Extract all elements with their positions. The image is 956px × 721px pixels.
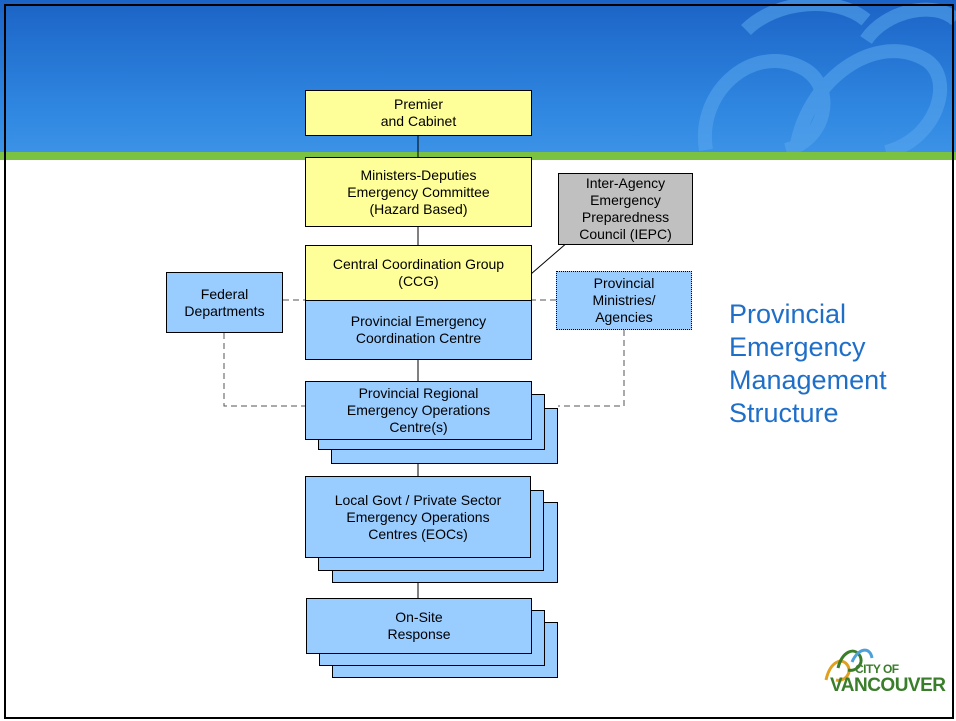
logo-line-city-of: CITY OF — [855, 662, 899, 676]
onsite-response-box: On-Site Response — [306, 598, 532, 654]
slide-title: Provincial Emergency Management Structur… — [729, 299, 887, 428]
logo-line-vancouver: VANCOUVER — [830, 675, 946, 696]
green-stripe — [0, 152, 956, 160]
federal-departments-box: Federal Departments — [166, 272, 283, 333]
local-eoc-box: Local Govt / Private Sector Emergency Op… — [305, 476, 531, 558]
city-of-vancouver-logo-icon — [824, 648, 874, 682]
iepc-box: Inter-Agency Emergency Preparedness Coun… — [558, 173, 693, 245]
ministers-box: Ministers-Deputies Emergency Committee (… — [305, 157, 532, 227]
pecc-box: Provincial Emergency Coordination Centre — [305, 300, 532, 360]
preoc-box: Provincial Regional Emergency Operations… — [305, 381, 532, 440]
ccg-box: Central Coordination Group (CCG) — [305, 245, 532, 301]
premier-box: Premier and Cabinet — [305, 90, 532, 136]
provincial-ministries-box: Provincial Ministries/ Agencies — [556, 271, 692, 330]
